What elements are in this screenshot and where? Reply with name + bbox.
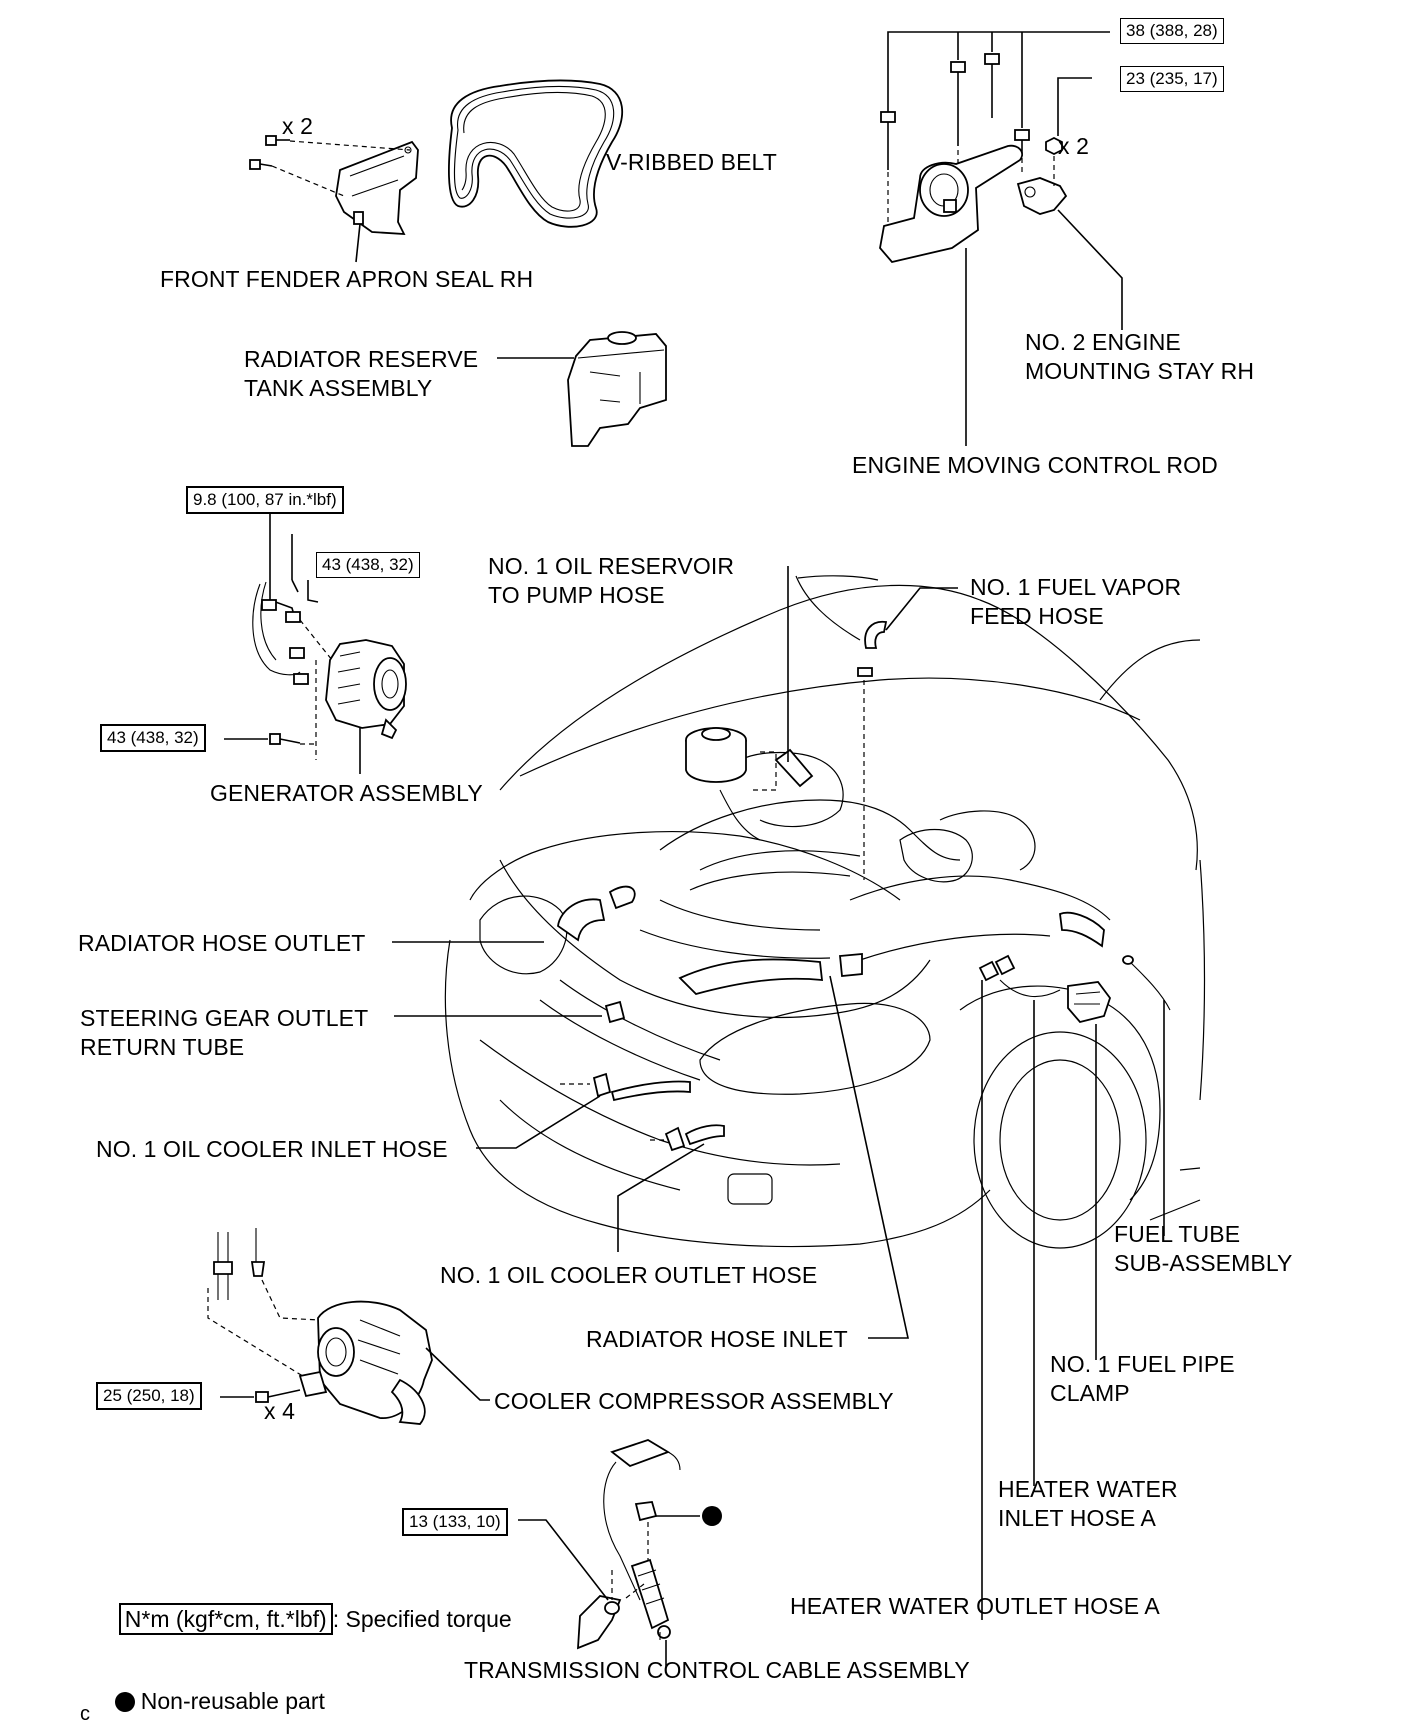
non-reusable-marker bbox=[702, 1506, 722, 1526]
label-radiator-reserve-tank: RADIATOR RESERVE TANK ASSEMBLY bbox=[244, 346, 479, 401]
label-generator-assembly: GENERATOR ASSEMBLY bbox=[210, 780, 483, 806]
torque-13: 13 (133, 10) bbox=[402, 1508, 508, 1536]
radiator-hose-outlet-drawing bbox=[392, 885, 636, 943]
oil-reservoir-drawing bbox=[685, 566, 814, 841]
torque-9-8: 9.8 (100, 87 in.*lbf) bbox=[186, 486, 344, 514]
v-ribbed-belt-drawing bbox=[448, 79, 624, 228]
label-v-ribbed-belt: V-RIBBED BELT bbox=[606, 149, 777, 175]
label-no1-oil-cooler-outlet-hose: NO. 1 OIL COOLER OUTLET HOSE bbox=[440, 1262, 818, 1288]
label-no1-oil-reservoir-hose: NO. 1 OIL RESERVOIR TO PUMP HOSE bbox=[488, 553, 735, 608]
torque-38: 38 (388, 28) bbox=[1120, 18, 1224, 44]
label-transmission-control-cable: TRANSMISSION CONTROL CABLE ASSEMBLY bbox=[464, 1657, 970, 1683]
label-no2-engine-mounting-stay: NO. 2 ENGINE MOUNTING STAY RH bbox=[1025, 329, 1255, 384]
torque-23: 23 (235, 17) bbox=[1120, 66, 1224, 92]
apron-bolt-2 bbox=[249, 159, 273, 170]
label-radiator-hose-outlet: RADIATOR HOSE OUTLET bbox=[78, 930, 366, 956]
label-no1-oil-cooler-inlet-hose: NO. 1 OIL COOLER INLET HOSE bbox=[96, 1136, 448, 1162]
legend-non-reusable: Non-reusable part bbox=[102, 1658, 325, 1716]
label-heater-water-outlet-hose-a: HEATER WATER OUTLET HOSE A bbox=[790, 1593, 1160, 1619]
radiator-hose-inlet-drawing bbox=[678, 953, 909, 1339]
label-engine-moving-control-rod: ENGINE MOVING CONTROL ROD bbox=[852, 452, 1218, 478]
label-front-fender-apron-seal: FRONT FENDER APRON SEAL RH bbox=[160, 266, 534, 292]
label-fuel-tube-sub-assembly: FUEL TUBE SUB-ASSEMBLY bbox=[1114, 1221, 1293, 1276]
label-radiator-hose-inlet: RADIATOR HOSE INLET bbox=[586, 1326, 848, 1352]
label-no1-fuel-pipe-clamp: NO. 1 FUEL PIPE CLAMP bbox=[1050, 1351, 1235, 1406]
torque-25: 25 (250, 18) bbox=[96, 1382, 202, 1410]
torque-43-upper: 43 (438, 32) bbox=[316, 552, 420, 578]
label-no1-fuel-vapor-feed-hose: NO. 1 FUEL VAPOR FEED HOSE bbox=[970, 574, 1182, 629]
transmission-control-cable-drawing bbox=[518, 1439, 700, 1668]
qty-compressor-bolts: x 4 bbox=[264, 1398, 295, 1424]
legend-nonreusable-text: Non-reusable part bbox=[140, 1688, 325, 1714]
engine-mount-drawing bbox=[879, 31, 1123, 446]
label-steering-gear-outlet-return-tube: STEERING GEAR OUTLET RETURN TUBE bbox=[80, 1005, 369, 1060]
fuel-tube-drawing bbox=[1059, 911, 1171, 1236]
label-heater-water-inlet-hose-a: HEATER WATER INLET HOSE A bbox=[998, 1476, 1178, 1531]
fuel-vapor-feed-hose-drawing bbox=[857, 587, 958, 880]
legend-torque-text: : Specified torque bbox=[332, 1606, 512, 1632]
generator-assembly-drawing bbox=[224, 496, 407, 774]
legend-dot-icon bbox=[114, 1692, 135, 1712]
oil-cooler-outlet-hose-drawing bbox=[617, 1124, 725, 1252]
fuel-pipe-clamp-drawing bbox=[1067, 981, 1112, 1360]
label-cooler-compressor-assembly: COOLER COMPRESSOR ASSEMBLY bbox=[494, 1388, 894, 1414]
legend-specified-torque: N*m (kgf*cm, ft.*lbf): Specified torque bbox=[106, 1576, 512, 1635]
heater-hoses-drawing bbox=[978, 954, 1061, 1620]
qty-apron-bolts: x 2 bbox=[282, 113, 313, 139]
steering-gear-return-tube-drawing bbox=[394, 1000, 626, 1024]
vehicle-front-outline bbox=[444, 575, 1206, 1249]
cooler-compressor-drawing bbox=[207, 1228, 490, 1425]
legend-torque-unit: N*m (kgf*cm, ft.*lbf) bbox=[118, 1603, 333, 1635]
front-fender-apron-seal-drawing bbox=[249, 135, 419, 263]
torque-43-lower: 43 (438, 32) bbox=[100, 724, 206, 752]
corner-mark: c bbox=[80, 1703, 91, 1725]
radiator-reserve-tank-drawing bbox=[497, 331, 667, 447]
oil-cooler-inlet-hose-drawing bbox=[476, 1072, 691, 1149]
qty-stay-nuts: x 2 bbox=[1058, 133, 1089, 159]
apron-bolt-1 bbox=[265, 135, 290, 146]
